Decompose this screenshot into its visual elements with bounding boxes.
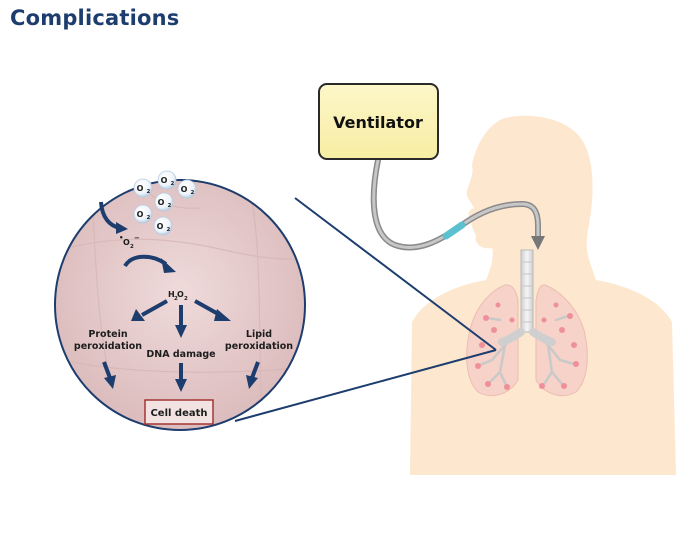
page-title: Complications xyxy=(10,6,180,30)
o2-bubble: O 2 xyxy=(133,178,153,198)
svg-text:2: 2 xyxy=(147,215,151,221)
alveoli xyxy=(475,302,579,390)
o2-bubble: O 2 xyxy=(153,216,173,236)
svg-text:−: − xyxy=(134,234,140,242)
svg-text:O: O xyxy=(157,222,164,231)
arrow-to-dna-damage xyxy=(175,305,187,338)
magnified-cell-circle xyxy=(54,179,306,431)
svg-text:O: O xyxy=(181,185,188,194)
svg-text:H: H xyxy=(168,290,175,299)
svg-text:2: 2 xyxy=(171,181,175,187)
svg-text:O: O xyxy=(137,184,144,193)
svg-text:O: O xyxy=(123,238,130,247)
arrow-to-protein-peroxidation xyxy=(131,299,168,321)
right-lung xyxy=(535,284,588,396)
svg-text:2: 2 xyxy=(174,296,178,302)
svg-text:O: O xyxy=(161,176,168,185)
svg-text:•: • xyxy=(119,234,123,242)
ventilator-tubing xyxy=(370,157,541,251)
outcome-labels: Protein peroxidation DNA damage Lipid pe… xyxy=(74,329,293,360)
zoom-connector-lines xyxy=(234,197,497,422)
svg-text:O: O xyxy=(158,198,165,207)
ventilator-label: Ventilator xyxy=(333,113,423,132)
branch-arrows xyxy=(131,299,231,338)
svg-text:2: 2 xyxy=(130,244,134,250)
arrow-to-lipid-peroxidation xyxy=(194,299,231,321)
svg-text:2: 2 xyxy=(147,189,151,195)
o2-bubble: O 2 xyxy=(157,170,177,190)
protein-peroxidation-label-line1: Protein xyxy=(88,329,127,340)
superoxide-label: • O 2 − xyxy=(119,234,140,250)
trachea xyxy=(520,249,534,333)
arrow-dna-to-cell-death xyxy=(175,363,187,392)
arrow-lipid-to-cell-death xyxy=(246,361,260,389)
oxygen-molecules: O 2 O 2 O 2 O 2 O 2 O 2 xyxy=(133,170,197,236)
arrow-protein-to-cell-death xyxy=(102,361,116,389)
o2-bubble: O 2 xyxy=(177,179,197,199)
svg-text:2: 2 xyxy=(191,190,195,196)
o2-bubble: O 2 xyxy=(133,204,153,224)
dna-damage-label: DNA damage xyxy=(146,349,215,360)
svg-text:2: 2 xyxy=(184,296,188,302)
lipid-peroxidation-label-line1: Lipid xyxy=(246,329,272,340)
reaction-arrows xyxy=(99,201,176,273)
ventilator-box: Ventilator xyxy=(318,83,439,160)
o2-bubble: O 2 xyxy=(154,192,174,212)
trachea-tube-tip xyxy=(531,236,545,250)
cell-death-label: Cell death xyxy=(150,408,207,419)
svg-text:2: 2 xyxy=(167,227,171,233)
lipid-peroxidation-label-line2: peroxidation xyxy=(225,341,293,352)
svg-text:2: 2 xyxy=(168,203,172,209)
lungs xyxy=(466,249,588,396)
arrows-to-cell-death xyxy=(102,361,260,392)
svg-text:O: O xyxy=(137,210,144,219)
protein-peroxidation-label-line2: peroxidation xyxy=(74,341,142,352)
svg-text:O: O xyxy=(177,290,184,299)
cell-death-box: Cell death xyxy=(144,399,214,425)
hydrogen-peroxide-label: H 2 O 2 xyxy=(168,290,188,302)
